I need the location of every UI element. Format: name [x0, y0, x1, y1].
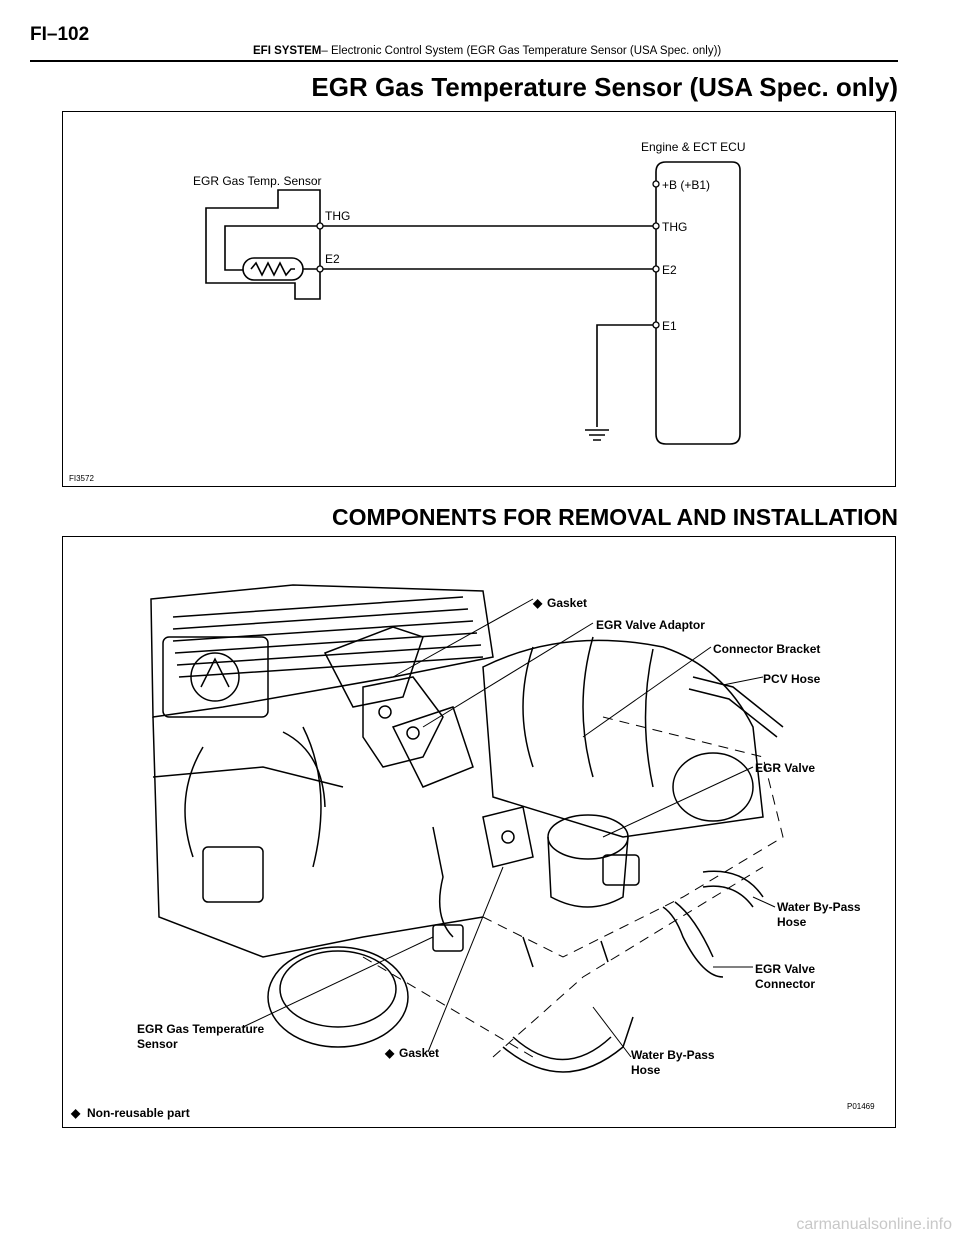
sensor-pin-thg: THG: [325, 209, 350, 223]
egr-valve-adaptor-plate: [323, 626, 424, 708]
gasket-hole-icon: [501, 830, 515, 844]
components-figure: ◆ Gasket EGR Valve Adaptor Connector Bra…: [62, 536, 896, 1128]
callout-egr-gas-temp-sensor-2: Sensor: [137, 1037, 178, 1051]
sensor-inner-wire: [224, 225, 320, 271]
breadcrumb-section: EFI SYSTEM: [253, 45, 322, 57]
breadcrumb-text: Electronic Control System (EGR Gas Tempe…: [330, 45, 722, 57]
ecu-box: [655, 161, 741, 445]
egr-gas-temp-sensor-icon: [432, 826, 454, 938]
callout-egr-gas-temp-sensor-1: EGR Gas Temperature: [137, 1022, 264, 1036]
sensor-body-outline: [205, 189, 321, 300]
water-bypass-hose-bottom-icon: [502, 1016, 634, 1073]
breadcrumb-dash: –: [321, 45, 331, 57]
terminal-ecu-e2: [652, 265, 660, 273]
ground-icon: [585, 429, 609, 441]
gasket-hole-icon: [406, 726, 420, 740]
callout-gasket-bottom-marker: ◆: [384, 1046, 395, 1060]
components-diagram: ◆ Gasket EGR Valve Adaptor Connector Bra…: [70, 584, 875, 1120]
header-rule: [30, 60, 898, 62]
egr-valve-icon: [547, 814, 629, 860]
callout-water-bypass-hose-right-1: Water By-Pass: [777, 900, 861, 914]
footer-watermark[interactable]: carmanualsonline.info: [796, 1216, 952, 1233]
ecu-pin-e2: E2: [662, 263, 677, 277]
gasket-top-icon: [362, 676, 444, 768]
terminal-sensor-thg: [316, 222, 324, 230]
callout-pcv-hose: PCV Hose: [763, 672, 821, 686]
gasket-bottom-icon: [482, 806, 534, 868]
callout-water-bypass-hose-bottom-2: Hose: [631, 1063, 661, 1077]
figure-code-1: FI3572: [69, 474, 94, 483]
egr-valve-connector-icon: [662, 906, 724, 978]
ecu-pin-thg: THG: [662, 220, 687, 234]
callout-egr-valve-adaptor: EGR Valve Adaptor: [596, 618, 705, 632]
engine-illustration: [150, 584, 494, 1048]
gasket-hole-icon: [378, 705, 392, 719]
egr-valve-adaptor-icon: [391, 706, 474, 788]
terminal-ecu-b: [652, 180, 660, 188]
callout-water-bypass-hose-bottom-1: Water By-Pass: [631, 1048, 715, 1062]
callout-egr-valve: EGR Valve: [755, 761, 815, 775]
ecu-pin-e1: E1: [662, 319, 677, 333]
ecu-label: Engine & ECT ECU: [641, 140, 746, 154]
assembly-dashed-lines: [362, 716, 784, 1058]
wiring-diagram-figure: EGR Gas Temp. Sensor THG E2 Engine & ECT…: [62, 111, 896, 487]
sensor-label: EGR Gas Temp. Sensor: [193, 174, 322, 188]
terminal-ecu-e1: [652, 321, 660, 329]
section-title-sensor: EGR Gas Temperature Sensor (USA Spec. on…: [311, 72, 898, 102]
callout-water-bypass-hose-right-2: Hose: [777, 915, 807, 929]
bolt-icon: [522, 936, 609, 968]
pcv-hose-icon: [692, 676, 784, 728]
wiring-diagram: EGR Gas Temp. Sensor THG E2 Engine & ECT…: [69, 140, 746, 483]
callout-egr-valve-connector-1: EGR Valve: [755, 962, 815, 976]
callout-egr-valve-connector-2: Connector: [755, 977, 815, 991]
terminal-sensor-e2: [316, 265, 324, 273]
callout-connector-bracket: Connector Bracket: [713, 642, 820, 656]
sensor-pin-e2: E2: [325, 252, 340, 266]
callout-gasket-bottom: Gasket: [399, 1046, 439, 1060]
thermistor-resistor-icon: [250, 261, 295, 277]
figure-code-2: P01469: [847, 1102, 875, 1111]
intake-plenum-illustration: [323, 626, 764, 838]
water-bypass-hose-right-icon: [702, 870, 764, 898]
callout-gasket-top: Gasket: [547, 596, 587, 610]
wire-e1-ground: [596, 324, 656, 427]
breadcrumb: EFI SYSTEM– Electronic Control System (E…: [253, 45, 721, 57]
ecu-pin-b: +B (+B1): [662, 178, 710, 192]
page-number: FI–102: [30, 24, 90, 45]
section-title-components: COMPONENTS FOR REMOVAL AND INSTALLATION: [331, 504, 898, 530]
legend-text: Non-reusable part: [87, 1106, 190, 1120]
callout-gasket-top-marker: ◆: [532, 596, 543, 610]
terminal-ecu-thg: [652, 222, 660, 230]
leader-lines: [242, 598, 776, 1058]
legend-diamond-icon: ◆: [70, 1106, 81, 1120]
